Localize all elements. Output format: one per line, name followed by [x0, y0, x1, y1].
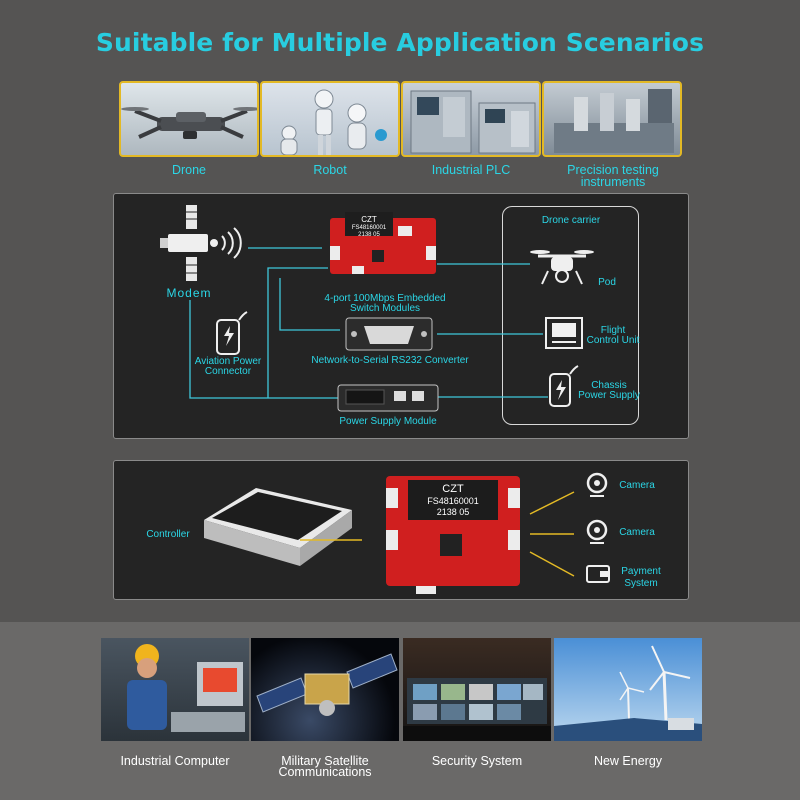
camera-1-label: Camera: [619, 480, 655, 491]
pod-drone-icon: [530, 250, 594, 285]
flight-control-icon: [545, 317, 583, 349]
board-brand-label: CZT: [361, 215, 377, 224]
new-energy-photo: [554, 638, 702, 741]
robot-photo: [260, 81, 400, 157]
industrial-computer-illustration: [127, 644, 245, 732]
power-supply-label: Power Supply Module: [339, 416, 437, 427]
board2-model-label: FS48160001: [427, 496, 479, 506]
app-label-security: Security System: [431, 754, 523, 768]
drone-carrier-label: Drone carrier: [541, 215, 601, 226]
aviation-connector-label: Aviation Power Connector: [194, 356, 262, 377]
board2-batch-label: 2138 05: [436, 507, 470, 517]
app-label-industrial-computer: Industrial Computer: [120, 754, 230, 768]
pod-label: Pod: [598, 277, 616, 288]
controller-device-icon: [204, 488, 352, 566]
industrial-plc-photo: [401, 81, 541, 157]
security-system-photo: [403, 638, 551, 741]
industrial-computer-photo: [101, 638, 249, 741]
scenario-label-drone: Drone: [171, 163, 207, 177]
aviation-connector-icon: [216, 311, 248, 355]
payment-system-label: Payment System: [621, 566, 661, 589]
controller-label: Controller: [146, 529, 190, 540]
board-model-label: FS48160001: [351, 225, 387, 231]
serial-converter-label: Network-to-Serial RS232 Converter: [311, 355, 469, 366]
scenario-label-testing: Precision testing instruments: [567, 163, 659, 189]
plc-illustration: [410, 90, 536, 154]
satellite-illustration: [256, 653, 398, 716]
switch-module-label: 4-port 100Mbps Embedded Switch Modules: [324, 293, 446, 314]
app-label-new-energy: New Energy: [593, 754, 663, 768]
modem-label: Modem: [166, 286, 212, 300]
camera-1-icon: [586, 472, 608, 497]
drone-carrier-frame: [502, 206, 639, 425]
wind-turbine-illustration: [554, 645, 702, 741]
board-batch-label: 2138 05: [358, 232, 380, 238]
switch-board-icon: [330, 212, 436, 274]
precision-testing-photo: [542, 81, 682, 157]
wallet-icon: [586, 565, 610, 583]
board2-brand-label: CZT: [442, 483, 464, 495]
camera-2-label: Camera: [619, 527, 655, 538]
serial-converter-icon: [345, 317, 433, 351]
robot-illustration: [280, 89, 387, 155]
scenario-label-plc: Industrial PLC: [431, 163, 511, 177]
chassis-power-label: Chassis Power Supply: [578, 380, 640, 401]
drone-photo: [119, 81, 259, 157]
chassis-power-icon: [549, 365, 579, 407]
controller-board-icon: [386, 476, 520, 594]
security-illustration: [403, 678, 551, 741]
flight-control-label: Flight Control Unit: [586, 325, 640, 346]
testing-illustration: [554, 89, 674, 153]
camera-2-icon: [586, 519, 608, 544]
satellite-photo: [251, 638, 399, 741]
drone-illustration: [121, 107, 257, 139]
modem-icon: [160, 205, 242, 281]
app-label-satellite: Military Satellite Communications: [278, 754, 372, 779]
power-supply-icon: [337, 384, 439, 412]
scenario-label-robot: Robot: [313, 163, 347, 177]
page-title: Suitable for Multiple Application Scenar…: [95, 28, 705, 57]
